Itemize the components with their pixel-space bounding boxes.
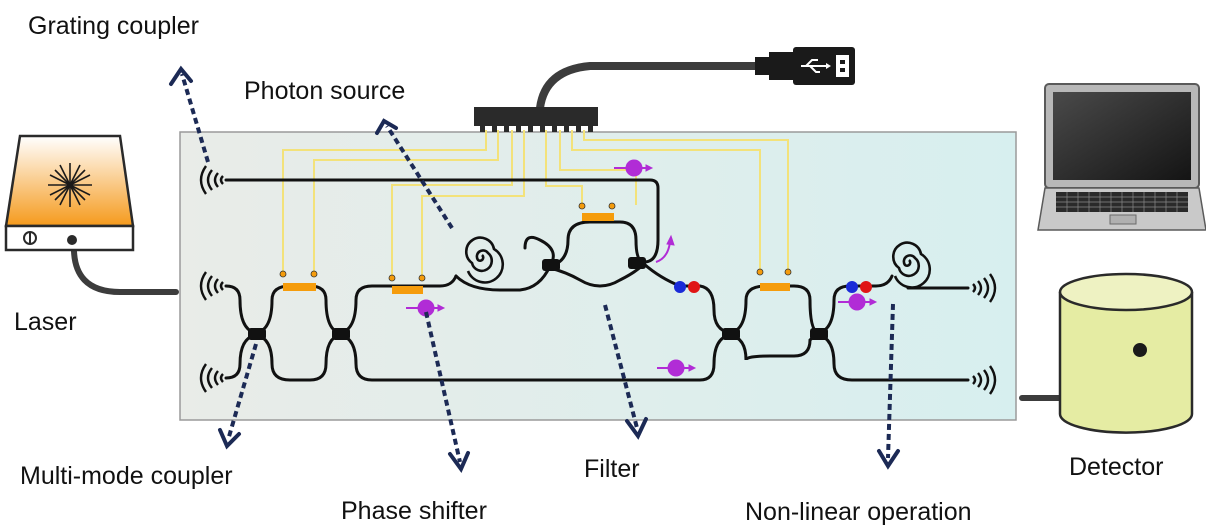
label-filter: Filter [584, 455, 640, 483]
multi-mode-couplers [248, 257, 828, 340]
label-laser: Laser [14, 308, 77, 336]
spiral-non-linear [892, 241, 932, 289]
laptop-icon [1037, 83, 1206, 231]
usb-cable [536, 62, 759, 112]
arrow-heads [169, 65, 900, 473]
detector-icon [1058, 272, 1194, 434]
heaters [279, 202, 792, 294]
grating-couplers-right [972, 273, 997, 395]
label-non-linear-operation: Non-linear operation [745, 498, 972, 526]
label-photon-source: Photon source [244, 77, 406, 105]
usb-plug-icon [755, 47, 855, 85]
spiral-photon-source [465, 236, 505, 284]
chip-connector [474, 107, 598, 132]
label-multi-mode-coupler: Multi-mode coupler [20, 462, 233, 490]
label-phase-shifter: Phase shifter [341, 497, 487, 525]
laser-fiber [70, 241, 179, 295]
label-grating-coupler: Grating coupler [28, 12, 199, 40]
laser-icon [4, 134, 135, 252]
electrode-traces [282, 130, 789, 277]
pointer-arrows [180, 73, 895, 463]
photon-pairs [674, 281, 872, 293]
grating-couplers-left [199, 165, 224, 393]
label-detector: Detector [1069, 453, 1164, 481]
phase-shifter-markers [406, 159, 878, 377]
